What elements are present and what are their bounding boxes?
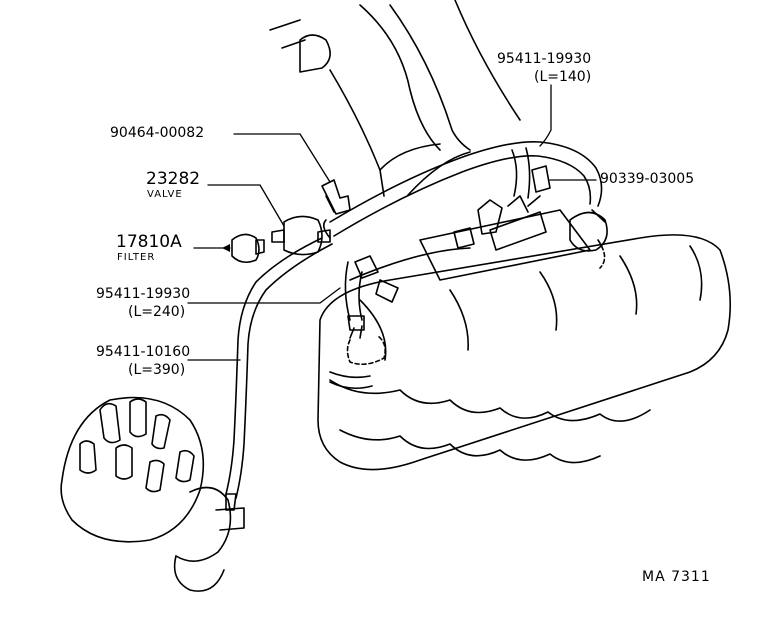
distributor: [60, 396, 245, 592]
connector-part-number: 90339-03005: [600, 171, 695, 187]
filter-part-number: 17810A: [116, 232, 182, 252]
hose-lower-part-number: 95411-10160: [96, 344, 191, 360]
hose-middle-part-number: 95411-19930: [96, 286, 191, 302]
hose-clip: [321, 179, 351, 215]
vacuum-hoses: [225, 141, 603, 499]
hose-upper-part-number: 95411-19930: [497, 51, 592, 67]
drawing-reference: MA 7311: [642, 569, 711, 585]
hose-middle-length: (L=240): [128, 304, 186, 320]
clip-part-number: 90464-00082: [110, 125, 205, 141]
filter-name: FILTER: [117, 252, 156, 263]
leader-lines: [187, 84, 597, 361]
filter-part: [231, 233, 265, 264]
throttle-body-fittings: [329, 195, 608, 390]
hose-upper-length: (L=140): [534, 69, 592, 85]
valve-name: VALVE: [147, 189, 183, 200]
intake-manifold: [317, 209, 732, 471]
hose-lower-length: (L=390): [128, 362, 186, 378]
valve-part-number: 23282: [146, 169, 201, 189]
engine-upper-structure: [269, 0, 521, 197]
valve-part: [271, 215, 331, 256]
filter-leader-arrow: [222, 244, 230, 252]
